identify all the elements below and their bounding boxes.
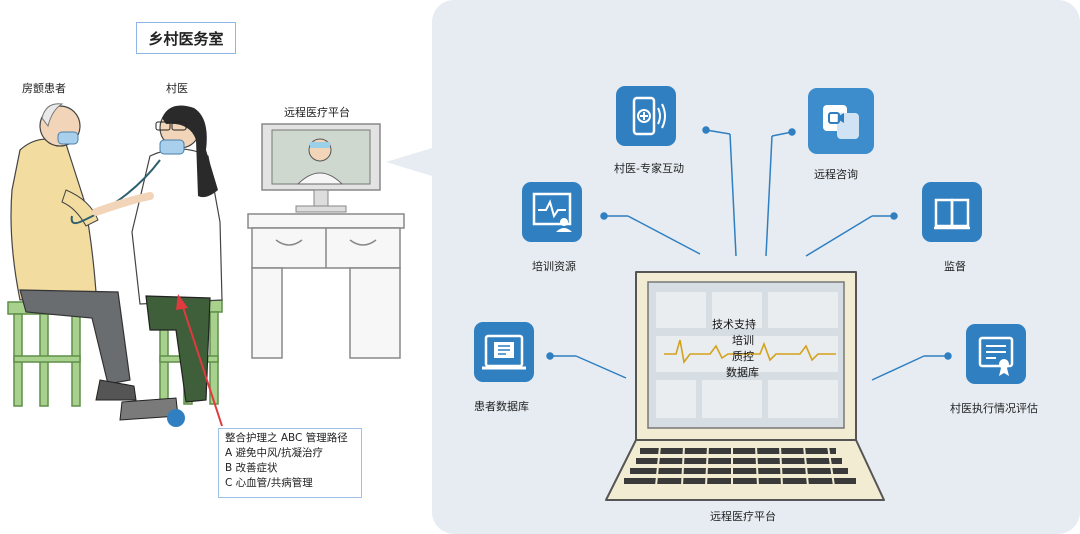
video-call-icon	[808, 88, 874, 154]
screen-line-qc: 质控	[732, 350, 754, 363]
laptop	[605, 271, 885, 501]
node-label-database: 患者数据库	[474, 400, 529, 413]
notes-line-a: A 避免中风/抗凝治疗	[225, 447, 324, 459]
doctor-label: 村医	[166, 82, 188, 95]
clinic-title: 乡村医务室	[136, 22, 236, 54]
patient-label: 房颤患者	[22, 82, 66, 95]
screen-line-support: 技术支持	[712, 318, 756, 331]
book-icon	[922, 182, 982, 242]
platform-bottom-label: 远程医疗平台	[710, 510, 776, 523]
doctor-figure	[70, 105, 223, 421]
monitor-label: 远程医疗平台	[284, 106, 350, 119]
training-icon	[522, 182, 582, 242]
node-label-evaluation: 村医执行情况评估	[950, 402, 1038, 415]
notes-line-b: B 改善症状	[225, 462, 278, 474]
notes-heading: 整合护理之 ABC 管理路径	[225, 432, 348, 444]
phone-icon	[616, 86, 676, 146]
abc-notes-box: 整合护理之 ABC 管理路径 A 避免中风/抗凝治疗 B 改善症状 C 心血管/…	[218, 428, 362, 498]
node-label-supervision: 监督	[944, 260, 966, 273]
annotation-arrow-head	[176, 294, 188, 310]
node-label-consult: 远程咨询	[814, 168, 858, 181]
telemedicine-monitor	[261, 123, 381, 213]
notes-line-c: C 心血管/共病管理	[225, 477, 313, 489]
certificate-icon	[966, 324, 1026, 384]
connectors	[546, 126, 952, 381]
panel-pointer	[386, 148, 432, 176]
badge-icon	[167, 409, 185, 427]
node-label-training: 培训资源	[532, 260, 576, 273]
patient-figure	[10, 103, 137, 401]
annotation-arrow	[181, 303, 223, 427]
ecg-line	[664, 339, 836, 364]
database-icon	[474, 322, 534, 382]
cabinet	[247, 213, 405, 359]
screen-line-database: 数据库	[726, 366, 759, 379]
screen-line-training: 培训	[732, 334, 754, 347]
node-label-interaction: 村医-专家互动	[614, 162, 684, 175]
